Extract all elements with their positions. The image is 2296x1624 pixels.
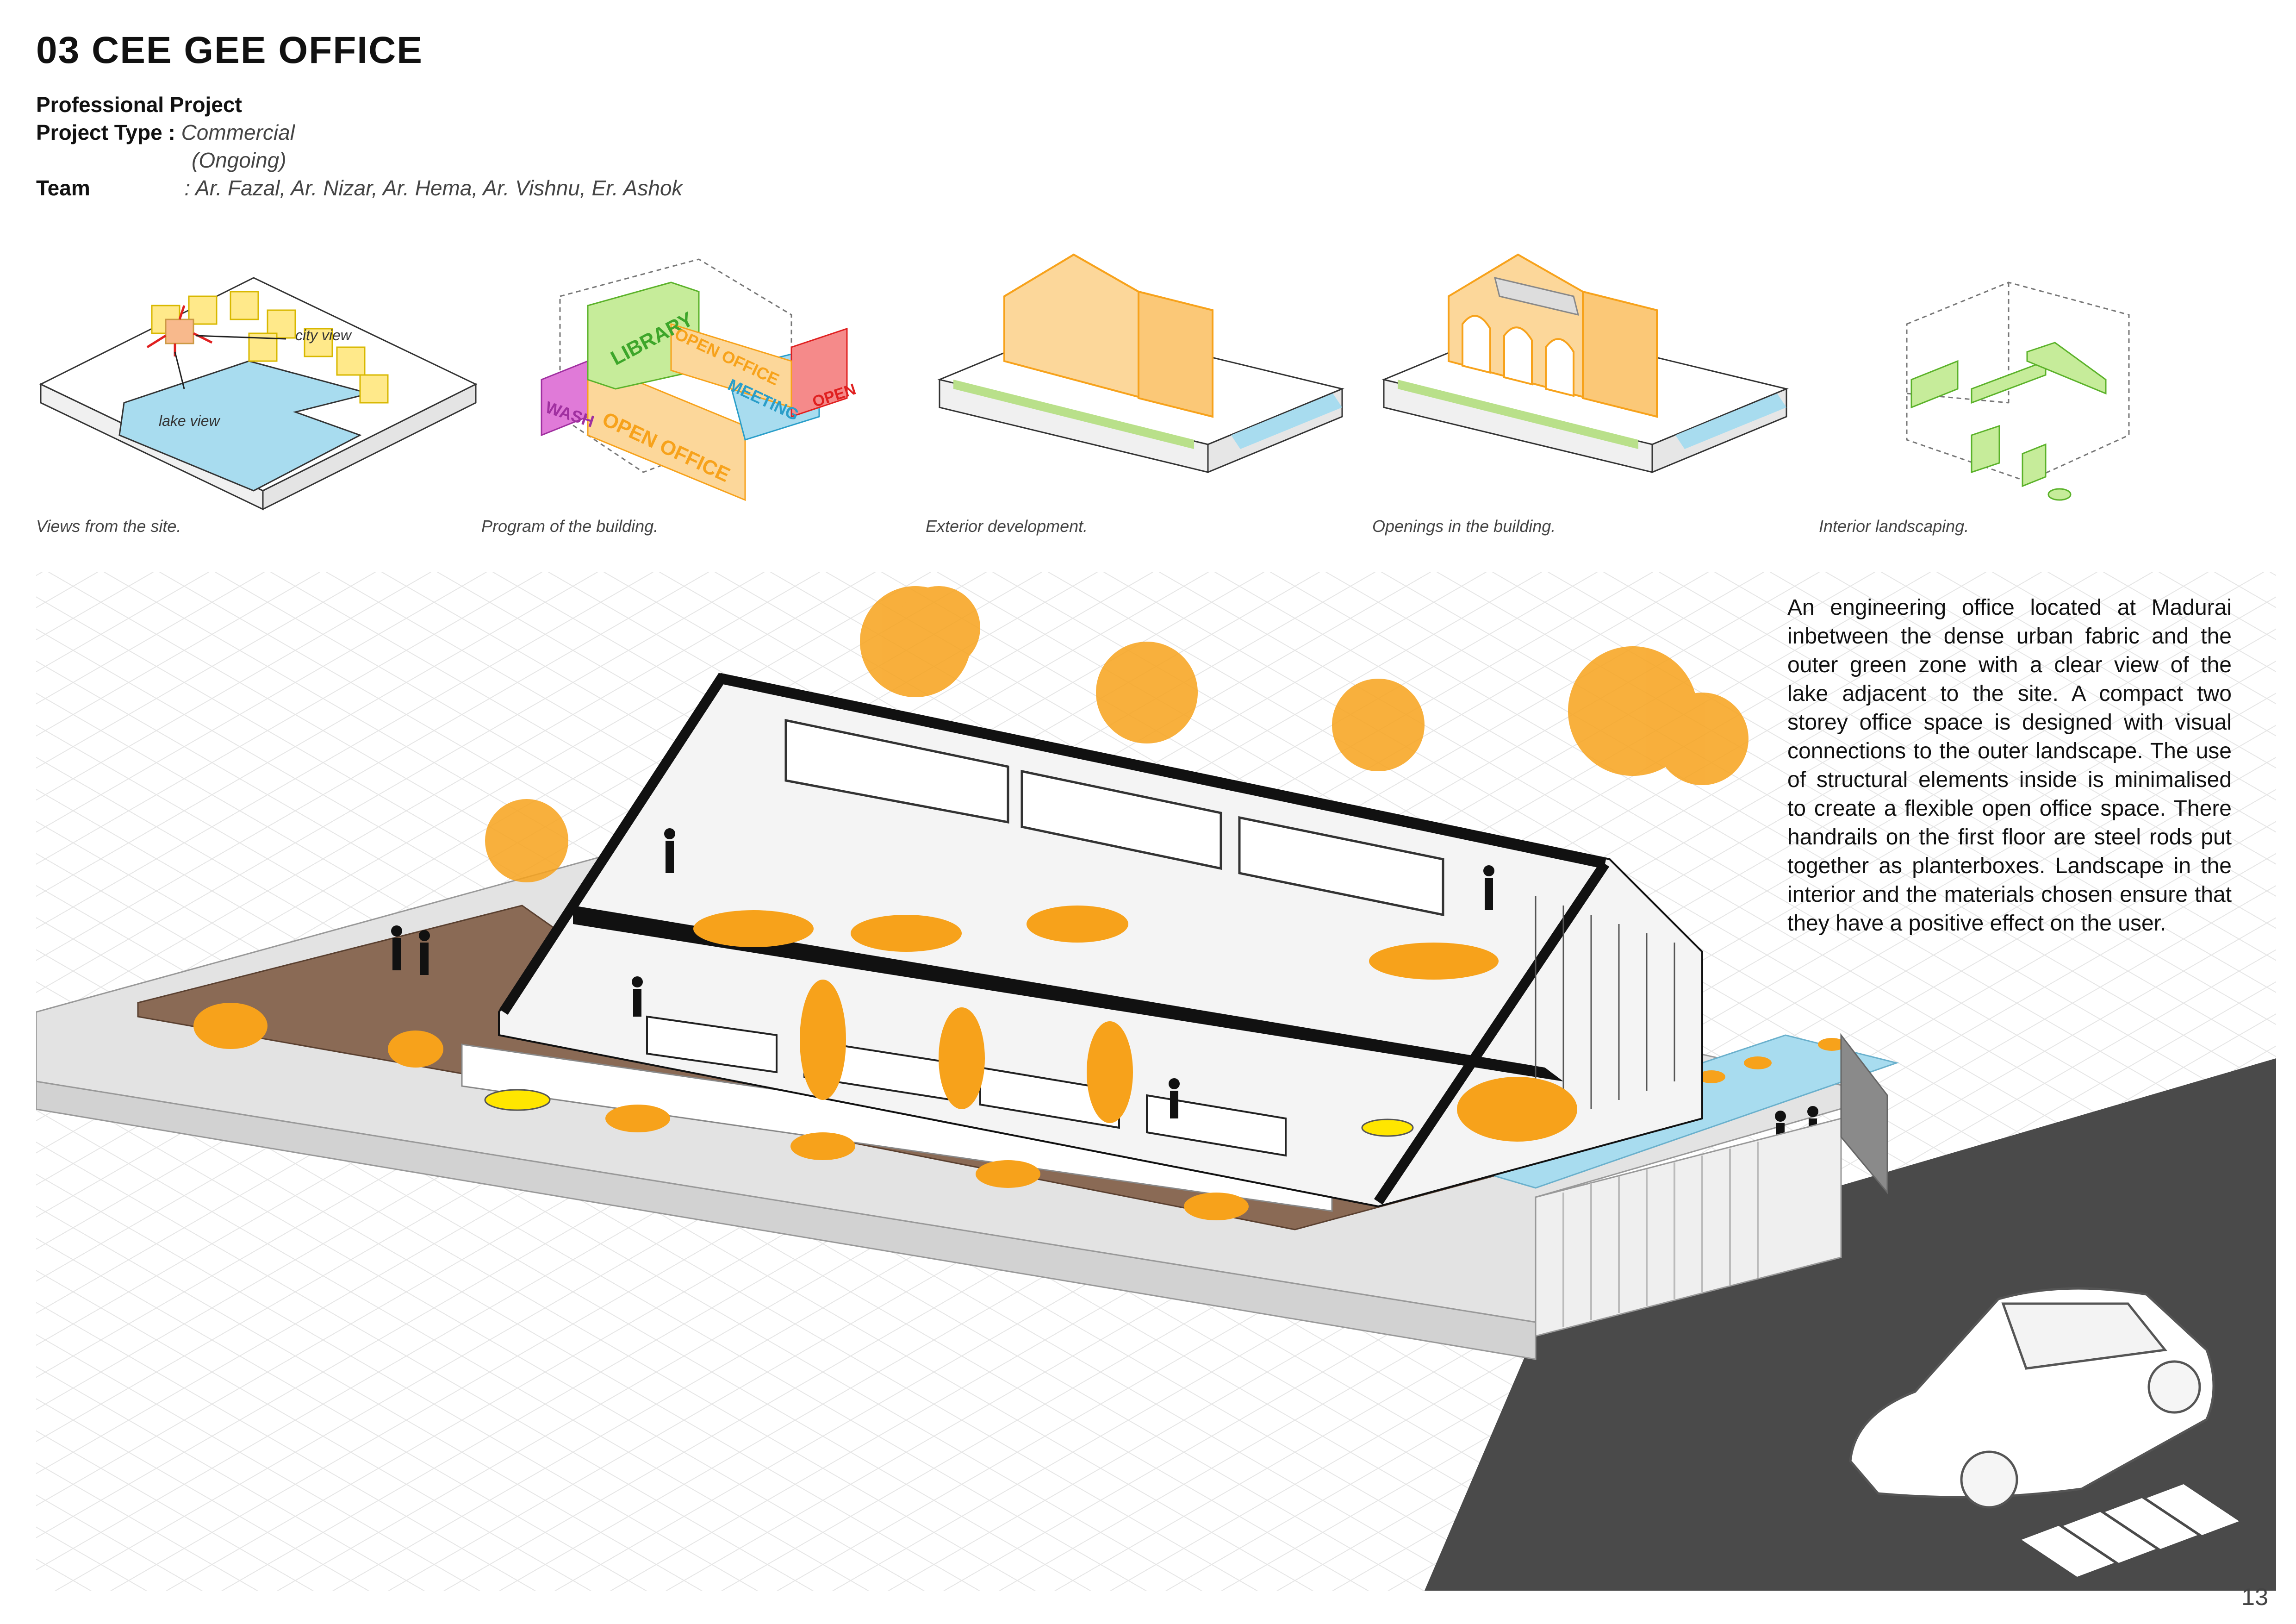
program-diagram: LIBRARY OPEN OFFICE MEETING WASH OPEN OF… (541, 258, 858, 501)
page-title: 03 CEE GEE OFFICE (36, 29, 423, 71)
exterior-development-diagram (937, 253, 1344, 474)
team-label: Team (36, 176, 90, 200)
main-axonometric-section (36, 586, 2276, 1591)
orange-trees (485, 586, 1748, 882)
city-view-label: city view (295, 327, 352, 344)
clerestory-windows (784, 718, 1444, 917)
project-description: An engineering office located at Madurai… (1787, 595, 2232, 936)
first-floor-slab (573, 906, 1563, 1081)
project-status: (Ongoing) (192, 148, 286, 172)
interior-landscaping-diagram (1906, 281, 2130, 501)
roof-section-line (499, 673, 1606, 1015)
caption-exterior: Exterior development. (926, 517, 1088, 536)
circular-planter (484, 1089, 551, 1111)
caption-program: Program of the building. (481, 517, 659, 536)
project-type-row: Project Type : Commercial (36, 119, 295, 146)
lake-view-label: lake view (159, 412, 221, 429)
team-row: Team : Ar. Fazal, Ar. Nizar, Ar. Hema, A… (36, 174, 683, 202)
openings-diagram (1381, 253, 1789, 474)
team-value: : Ar. Fazal, Ar. Nizar, Ar. Hema, Ar. Vi… (184, 176, 683, 200)
page-number: 13 (2241, 1584, 2268, 1611)
project-type-label: Project Type : (36, 120, 175, 144)
stone-clad-wall (1840, 1033, 1888, 1195)
project-type-value: Commercial (181, 120, 295, 144)
site-views-diagram: city view lake view (39, 277, 478, 511)
project-category: Professional Project (36, 93, 242, 117)
planter-shrubs (193, 906, 1577, 1220)
caption-openings: Openings in the building. (1372, 517, 1556, 536)
boundary-louvre-wall (1535, 1118, 1842, 1337)
zebra-crossing (2022, 1484, 2239, 1577)
caption-site-views: Views from the site. (36, 517, 181, 536)
caption-interior-landscaping: Interior landscaping. (1819, 517, 1969, 536)
parked-car (1849, 1287, 2215, 1509)
